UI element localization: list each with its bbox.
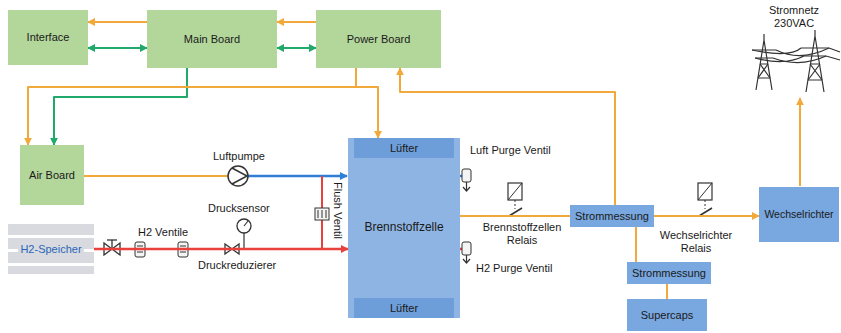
inverter-box: Wechselrichter	[759, 187, 839, 242]
grid-label: Stromnetz 230VAC	[752, 4, 836, 29]
board-box: Interface	[8, 10, 88, 65]
component-label: H2 Purge Ventil	[476, 262, 552, 275]
component-label: Drucksensor	[208, 202, 270, 215]
component-label: Luftpumpe	[213, 150, 265, 163]
signal-wire	[666, 284, 668, 299]
measure-box: Strommessung	[570, 205, 654, 227]
component-label: Flush Ventil	[331, 182, 344, 239]
measure-box: Strommessung	[627, 262, 711, 284]
pressure-gauge-symbol	[237, 219, 251, 249]
node-label: Air Board	[29, 169, 75, 182]
signal-wire	[28, 68, 356, 145]
signal-wire	[88, 21, 147, 23]
component-label: H2 Ventile	[138, 226, 188, 239]
node-label: Strommessung	[632, 267, 706, 280]
node-label: Supercaps	[641, 309, 694, 322]
board-box: Main Board	[147, 10, 277, 68]
component-label: Wechselrichter Relais	[650, 229, 742, 254]
node-label: Main Board	[184, 33, 240, 46]
signal-wire	[460, 215, 570, 217]
valve-symbol	[104, 240, 120, 255]
signal-wire	[277, 47, 316, 49]
signal-wire	[277, 21, 316, 23]
relay-symbol	[508, 183, 522, 216]
node-label: Interface	[27, 31, 70, 44]
relay-symbol	[698, 183, 712, 216]
fuel-cell-box: BrennstoffzelleLüfterLüfter	[348, 138, 460, 318]
component-label: Luft Purge Ventil	[470, 144, 551, 157]
power-wire	[799, 98, 801, 186]
purge-valve-symbol	[462, 242, 471, 263]
board-box: Power Board	[316, 10, 441, 68]
valve-symbol	[315, 208, 329, 220]
signal-wire	[356, 68, 378, 138]
signal-wire	[54, 68, 187, 145]
node-label: Lüfter	[390, 142, 418, 155]
fan-box: Lüfter	[354, 138, 454, 158]
fan-box: Lüfter	[354, 298, 454, 318]
air-line	[248, 175, 347, 178]
node-label: H2-Speicher	[18, 243, 83, 256]
component-label: Druckreduzierer	[198, 259, 276, 272]
board-box: Air Board	[20, 145, 84, 205]
pump-symbol	[228, 166, 248, 186]
node-label: Brennstoffzelle	[364, 221, 443, 235]
power-pylon	[752, 30, 840, 92]
signal-wire	[654, 215, 759, 217]
node-label: Wechselrichter	[764, 208, 833, 220]
signal-wire	[635, 227, 637, 262]
node-label: Strommessung	[575, 210, 649, 223]
node-label: Power Board	[347, 33, 411, 46]
tank-stack: H2-Speicher	[8, 224, 94, 274]
gas-line	[94, 248, 348, 251]
storage-box: Supercaps	[627, 299, 707, 331]
component-label: Brennstoffzellen Relais	[473, 221, 571, 246]
purge-valve-symbol	[462, 169, 471, 191]
control-wire	[84, 175, 228, 177]
signal-wire	[88, 47, 147, 49]
node-label: Lüfter	[390, 302, 418, 315]
